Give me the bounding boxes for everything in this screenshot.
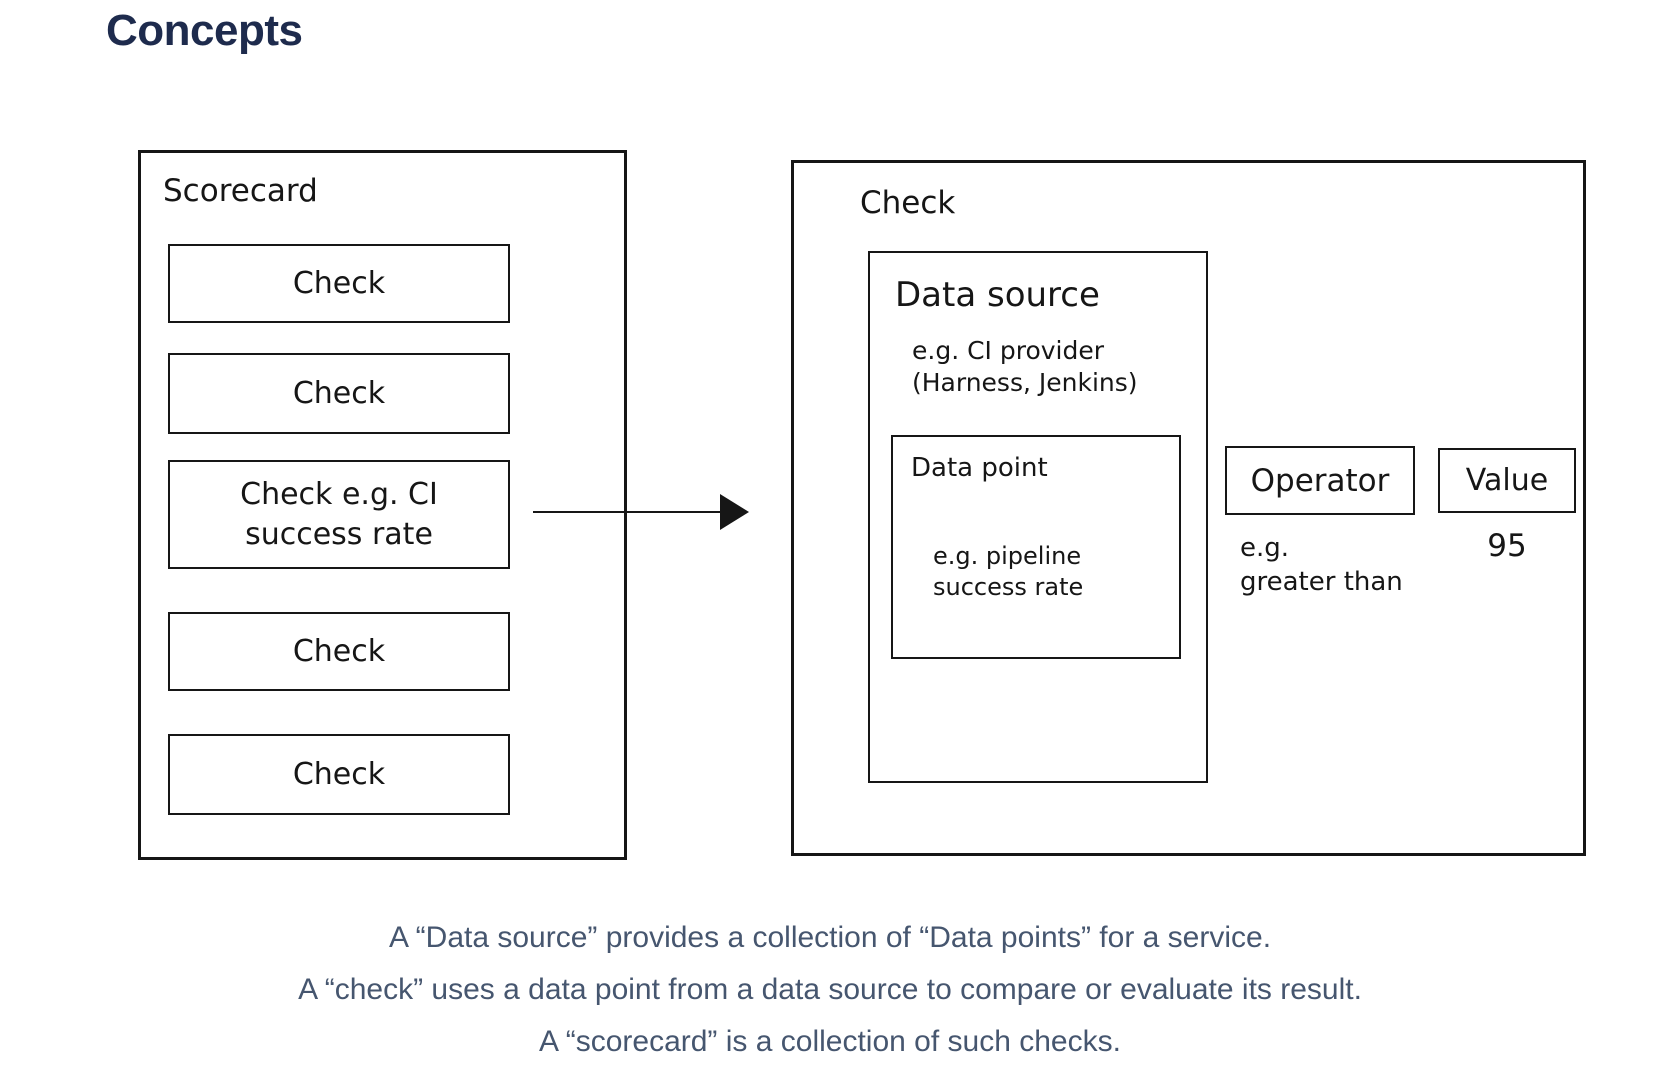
scorecard-check-item: Check	[168, 612, 510, 691]
check-label: Check e.g. CI success rate	[240, 476, 438, 552]
check-label: Check	[292, 265, 386, 301]
check-label: Check	[292, 756, 386, 792]
operator-label: Operator	[1250, 462, 1390, 499]
operator-box: Operator	[1225, 446, 1415, 515]
arrow-line	[533, 510, 723, 513]
data-point-example: e.g. pipeline success rate	[933, 542, 1084, 601]
scorecard-box: Scorecard Check Check Check e.g. CI succ…	[138, 150, 627, 860]
caption: A “Data source” provides a collection of…	[0, 912, 1660, 1068]
data-source-example: e.g. CI provider (Harness, Jenkins)	[912, 336, 1138, 397]
arrow-scorecard-to-check	[533, 494, 749, 530]
value-example: 95	[1487, 528, 1527, 564]
scorecard-label: Scorecard	[163, 173, 318, 209]
scorecard-check-item: Check	[168, 353, 510, 434]
check-detail-box: Check Data source e.g. CI provider (Harn…	[791, 160, 1586, 856]
check-detail-label: Check	[860, 185, 956, 221]
data-point-box: Data point e.g. pipeline success rate	[891, 435, 1181, 659]
value-box: Value	[1438, 448, 1576, 513]
scorecard-check-item: Check	[168, 244, 510, 323]
caption-line-2: A “check” uses a data point from a data …	[298, 973, 1362, 1006]
data-point-title: Data point	[911, 453, 1048, 483]
operator-example: e.g. greater than	[1240, 533, 1403, 597]
data-source-box: Data source e.g. CI provider (Harness, J…	[868, 251, 1208, 783]
arrow-head-icon	[720, 494, 749, 530]
scorecard-check-item: Check	[168, 734, 510, 815]
check-label: Check	[292, 375, 386, 411]
page-title: Concepts	[106, 6, 303, 55]
scorecard-check-item-ci-success-rate: Check e.g. CI success rate	[168, 460, 510, 569]
caption-line-1: A “Data source” provides a collection of…	[388, 921, 1272, 954]
caption-line-3: A “scorecard” is a collection of such ch…	[539, 1025, 1121, 1058]
value-label: Value	[1465, 463, 1549, 498]
data-source-title: Data source	[895, 275, 1100, 315]
check-label: Check	[292, 633, 386, 669]
